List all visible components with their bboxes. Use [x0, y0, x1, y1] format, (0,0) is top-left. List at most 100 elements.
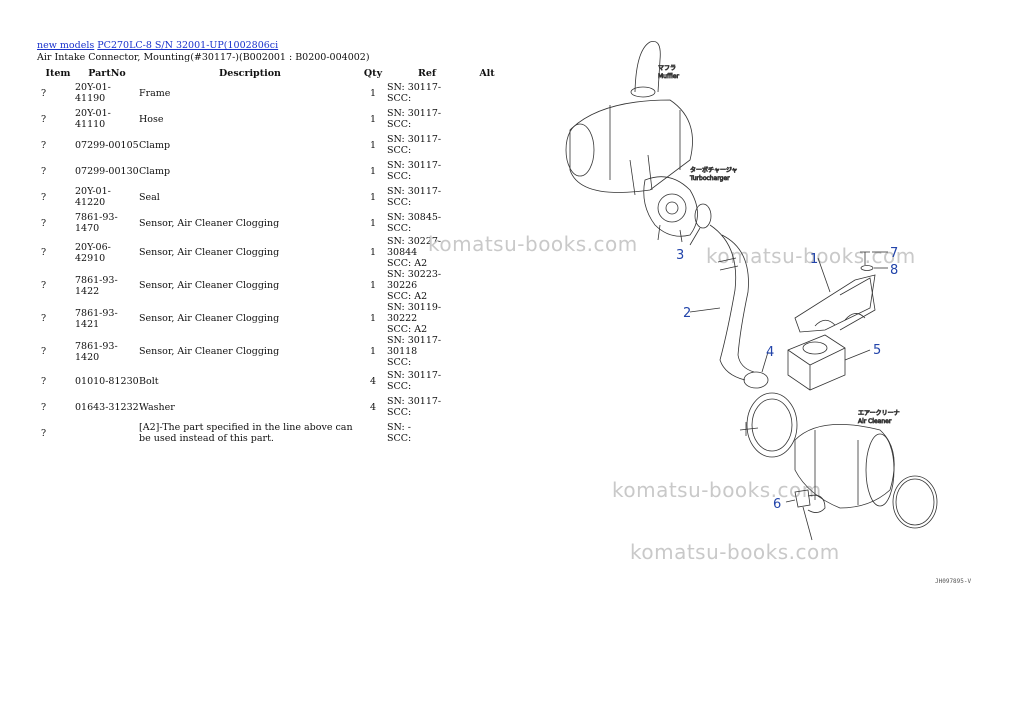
- breadcrumb: new models PC270LC-8 S/N 32001-UP(100280…: [37, 40, 278, 51]
- watermark: komatsu-books.com: [612, 478, 822, 502]
- cell-qty: 1: [369, 139, 377, 151]
- watermark: komatsu-books.com: [630, 540, 840, 564]
- cell-partno: 7861-93-1470: [75, 212, 118, 234]
- label-cleaner-jp: エアークリーナ: [858, 410, 900, 417]
- cell-qty: 4: [369, 375, 377, 387]
- cell-description: Sensor, Air Cleaner Clogging: [139, 313, 280, 324]
- cell-item: ?: [41, 87, 47, 99]
- ref-serial: SN: 30117-: [387, 108, 442, 119]
- muffler-drawing: [565, 41, 693, 196]
- air-cleaner-drawing: [739, 392, 938, 529]
- watermark: komatsu-books.com: [428, 232, 638, 256]
- cell-ref: SN: 30845-SCC:: [385, 210, 467, 236]
- cell-partno: 7861-93-1420: [75, 340, 118, 363]
- ref-serial: SN: 30223-30226: [387, 269, 442, 291]
- cell-alt: [467, 269, 507, 302]
- ref-serial: SN: 30117-: [387, 186, 442, 197]
- ref-scc: SCC:: [387, 197, 412, 208]
- ref-scc: SCC:: [387, 145, 412, 156]
- ref-scc: SCC: A2: [387, 291, 428, 302]
- cell-ref: SN: 30117-SCC:: [385, 394, 467, 420]
- ref-serial: SN: 30117-: [387, 134, 442, 145]
- cell-item: ?: [41, 217, 47, 229]
- cell-partno: 07299-00105: [75, 139, 139, 151]
- callout-5: 5: [873, 343, 881, 358]
- cell-alt: [467, 368, 507, 394]
- callout-4: 4: [766, 345, 774, 360]
- cell-partno: 01010-81230: [75, 375, 139, 387]
- ref-scc: SCC:: [387, 171, 412, 182]
- cell-ref: SN: -SCC:: [385, 420, 467, 446]
- cell-alt: [467, 335, 507, 368]
- hose-drawing: [709, 224, 755, 381]
- cell-partno: 20Y-01-41190: [75, 82, 111, 104]
- cell-item: ?: [41, 191, 47, 203]
- ref-serial: SN: 30117-: [387, 370, 442, 381]
- seal-drawing: [787, 334, 846, 391]
- cell-alt: [467, 184, 507, 210]
- ref-serial: SN: 30117-: [387, 82, 442, 93]
- label-turbo: Turbocharger: [689, 175, 730, 182]
- cell-partno: 7861-93-1421: [75, 307, 118, 330]
- cell-description: Seal: [139, 191, 160, 203]
- col-alt: Alt: [479, 67, 495, 79]
- cell-qty: 1: [369, 165, 377, 177]
- cell-description: Hose: [139, 113, 164, 125]
- cell-alt: [467, 106, 507, 132]
- cell-partno: 7861-93-1422: [75, 274, 118, 297]
- parts-diagram: マフラ Muffler ターボチャージャ Turbocharger: [565, 41, 938, 541]
- ref-scc: SCC:: [387, 357, 412, 368]
- breadcrumb-link-model[interactable]: PC270LC-8 S/N 32001-UP(1002806ci: [97, 40, 279, 51]
- ref-serial: SN: 30845-: [387, 212, 442, 223]
- label-turbo-jp: ターボチャージャ: [690, 166, 738, 174]
- cell-description: Clamp: [139, 139, 171, 151]
- ref-serial: SN: 30227-30844: [387, 236, 442, 258]
- cell-qty: [361, 420, 385, 446]
- table-header-row: Item PartNo Description Qty Ref Alt: [33, 66, 507, 80]
- callout-1: 1: [810, 252, 818, 267]
- ref-scc: SCC: A2: [387, 258, 428, 269]
- ref-serial: SN: 30117-: [387, 396, 442, 407]
- cell-item: ?: [41, 247, 47, 258]
- page-subtitle: Air Intake Connector, Mounting(#30117-)(…: [37, 52, 370, 63]
- cell-qty: 1: [369, 87, 377, 99]
- cell-item: ?: [41, 346, 47, 357]
- cell-alt: [467, 132, 507, 158]
- ref-serial: SN: 30117-30118: [387, 335, 442, 357]
- cell-ref: SN: 30117-SCC:: [385, 132, 467, 158]
- callout-3: 3: [676, 248, 684, 263]
- breadcrumb-link-new-models[interactable]: new models: [37, 40, 95, 51]
- label-cleaner: Air Cleaner: [858, 418, 892, 425]
- cell-ref: SN: 30117-SCC:: [385, 184, 467, 210]
- table-row: ?[A2]-The part specified in the line abo…: [33, 420, 507, 446]
- ref-scc: SCC: A2: [387, 324, 428, 335]
- cell-partno: 20Y-01-41220: [75, 186, 111, 208]
- clamp-drawing: [743, 371, 769, 389]
- cell-alt: [467, 302, 507, 335]
- cell-qty: 1: [369, 346, 377, 357]
- cell-description: Sensor, Air Cleaner Clogging: [139, 346, 280, 357]
- turbocharger-drawing: [643, 176, 698, 243]
- cell-partno: [75, 420, 139, 446]
- cell-partno: 20Y-06-42910: [75, 241, 111, 264]
- ref-scc: SCC:: [387, 223, 412, 234]
- col-item: Item: [45, 67, 71, 79]
- cell-qty: 1: [369, 280, 377, 291]
- callout-7: 7: [890, 246, 898, 261]
- figure-code: JH097895-V: [935, 578, 972, 585]
- ref-scc: SCC:: [387, 407, 412, 418]
- cell-description: Washer: [139, 401, 175, 413]
- cell-ref: SN: 30117-SCC:: [385, 368, 467, 394]
- cell-ref: SN: 30117-SCC:: [385, 80, 467, 106]
- table-row: ? 7861-93-1420 Sensor, Air Cleaner Cloggin…: [33, 335, 507, 368]
- cell-partno: 07299-00130: [75, 165, 139, 177]
